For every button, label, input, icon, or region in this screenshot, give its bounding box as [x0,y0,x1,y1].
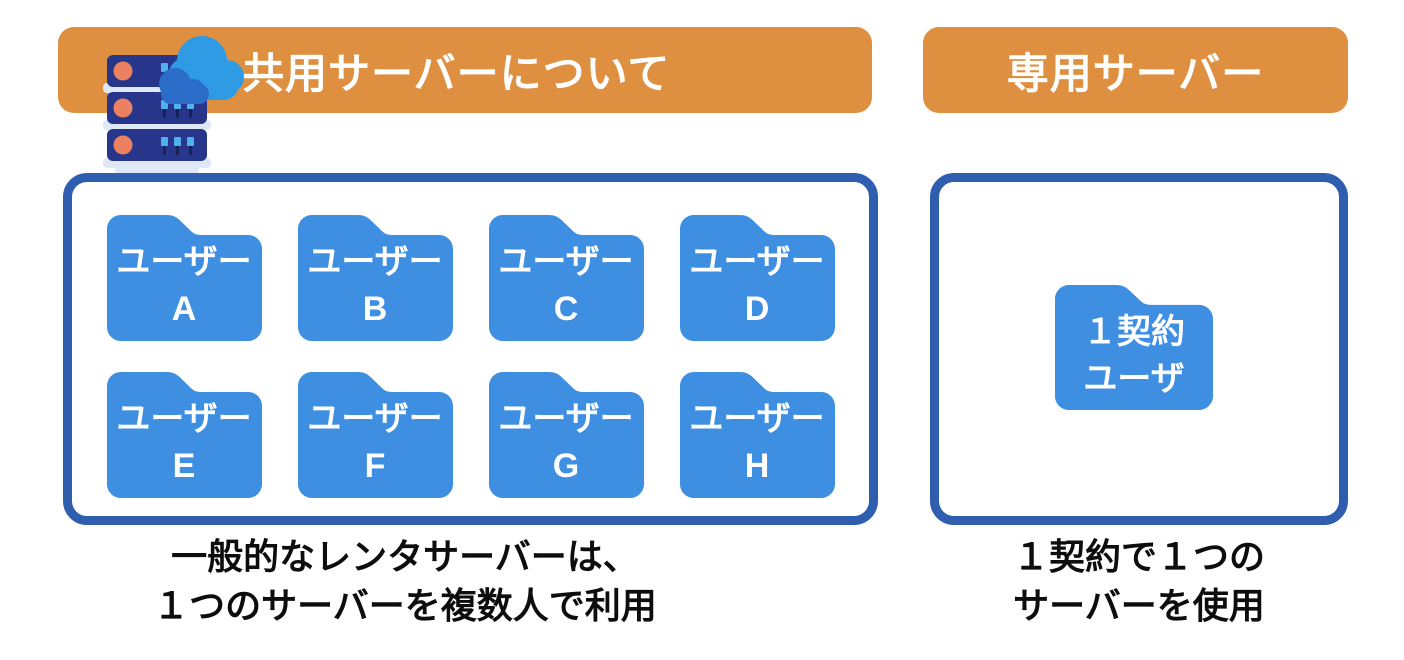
folder-icon [106,372,262,498]
folder-icon [297,372,453,498]
folder-icon [1055,285,1213,410]
server-stack-icon [103,36,244,174]
folder-label-line2: F [364,447,386,485]
folder-label: ユーザー A [107,239,262,333]
user-folder-g: ユーザー G [488,372,644,498]
user-folder-d: ユーザー D [679,215,835,341]
dedicated-server-caption: １契約で１つの サーバーを使用 [934,532,1344,630]
folder-label: ユーザー C [489,239,644,333]
folder-label-line1: １契約 [1083,313,1185,351]
folder-icon [297,215,453,341]
user-folder-e: ユーザー E [106,372,262,498]
cloud-icon [159,36,244,104]
folder-label: ユーザー E [107,396,262,490]
folder-label-line1: ユーザー [498,400,634,438]
folder-icon [679,372,835,498]
folder-label-line2: C [553,290,579,328]
folder-icon [488,372,644,498]
shared-server-caption: 一般的なレンタサーバーは、 １つのサーバーを複数人で利用 [0,532,810,630]
folder-label-line1: ユーザー [498,243,634,281]
folder-label: ユーザー F [298,396,453,490]
folder-label-line1: ユーザー [307,243,443,281]
user-folder-grid: ユーザー A ユーザー B ユーザー C [72,182,869,516]
folder-label-line1: ユーザー [689,400,825,438]
user-folder-a: ユーザー A [106,215,262,341]
folder-icon [488,215,644,341]
shared-caption-line2: １つのサーバーを複数人で利用 [153,585,657,626]
folder-label: ユーザー D [680,239,835,333]
shared-server-banner-title: 共用サーバーについて [242,49,671,97]
user-folder-f: ユーザー F [297,372,453,498]
folder-label-line1: ユーザー [689,243,825,281]
user-folder-b: ユーザー B [297,215,453,341]
folder-icon [679,215,835,341]
folder-label-line2: G [552,447,580,485]
dedicated-caption-line2: サーバーを使用 [1013,585,1265,626]
user-folder-c: ユーザー C [488,215,644,341]
folder-label: ユーザー B [298,239,453,333]
user-folder-h: ユーザー H [679,372,835,498]
folder-icon [106,215,262,341]
folder-label-line2: D [744,290,770,328]
folder-label-line1: ユーザー [116,243,252,281]
folder-label-line2: A [171,290,197,328]
folder-label: １契約 ユーザ [1055,309,1213,403]
folder-label-line2: B [362,290,388,328]
folder-label: ユーザー G [489,396,644,490]
dedicated-server-banner-title: 専用サーバー [1006,49,1265,97]
folder-label-line1: ユーザー [116,400,252,438]
folder-label: ユーザー H [680,396,835,490]
dedicated-caption-line1: １契約で１つの [1012,536,1265,577]
folder-label-line1: ユーザー [307,400,443,438]
shared-caption-line1: 一般的なレンタサーバーは、 [171,536,639,577]
folder-label-line2: E [172,447,196,485]
dedicated-server-box: １契約 ユーザ [930,173,1348,525]
contract-user-folder: １契約 ユーザ [1055,285,1213,410]
dedicated-server-banner: 専用サーバー [923,27,1348,113]
folder-label-line2: H [744,447,770,485]
folder-label-line2: ユーザ [1083,360,1185,398]
shared-server-box: ユーザー A ユーザー B ユーザー C [63,173,878,525]
